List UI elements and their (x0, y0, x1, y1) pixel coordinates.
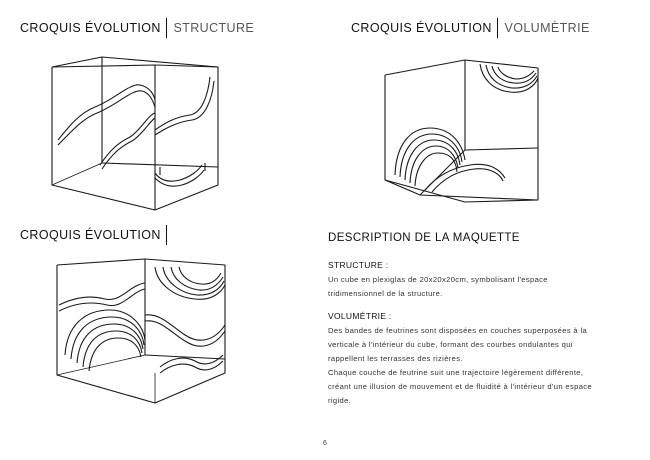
felt-band (154, 164, 203, 182)
felt-arc (485, 64, 538, 89)
felt-band (58, 282, 146, 306)
structure-text: Un cube en plexiglas de 20x20x20cm, symb… (328, 273, 628, 301)
description-title: DESCRIPTION DE LA MAQUETTE (328, 232, 520, 244)
heading-divider (496, 18, 499, 38)
cube-edge (384, 59, 539, 203)
volumetrie-line: rappellent les terrasses des rizières. (328, 354, 463, 363)
felt-band (99, 112, 156, 166)
volumetrie-line: Chaque couche de feutrine suit une traje… (328, 368, 584, 377)
felt-arc (399, 133, 463, 178)
felt-arc (154, 266, 226, 300)
felt-arc (170, 266, 224, 291)
cube-edge (464, 147, 539, 151)
felt-arc (64, 309, 146, 356)
felt-arc (88, 337, 142, 372)
heading-divider (165, 18, 168, 38)
cube-edge (154, 64, 219, 211)
heading-sub: VOLUMÈTRIE (504, 21, 590, 35)
felt-arc (497, 66, 535, 80)
felt-band (144, 320, 226, 347)
felt-band (57, 90, 156, 146)
heading-main: CROQUIS ÉVOLUTION (20, 228, 161, 242)
felt-arc (414, 152, 458, 187)
sketch-evolution-heading: CROQUIS ÉVOLUTION (20, 225, 173, 245)
cube-edge (419, 194, 539, 201)
felt-arc (162, 266, 225, 296)
heading-sub: STRUCTURE (173, 21, 255, 35)
structure-line: tridimensionnel de la structure. (328, 289, 443, 298)
volumetrie-line: Des bandes de feutrines sont disposées e… (328, 326, 588, 335)
cube-edge (56, 258, 226, 404)
cube-edge (144, 354, 226, 360)
felt-band (154, 76, 211, 131)
felt-arc (82, 330, 143, 368)
felt-arc (479, 63, 539, 93)
felt-band (144, 314, 226, 341)
felt-band (154, 80, 215, 136)
maquette-description: DESCRIPTION DE LA MAQUETTE STRUCTURE : U… (328, 232, 628, 408)
heading-main: CROQUIS ÉVOLUTION (20, 21, 161, 35)
structure-line: Un cube en plexiglas de 20x20x20cm, symb… (328, 275, 548, 284)
felt-arc (394, 127, 466, 176)
felt-floor (424, 163, 506, 191)
sketch-structure-heading: CROQUIS ÉVOLUTION STRUCTURE (20, 18, 254, 38)
sketch-volumetrie-heading: CROQUIS ÉVOLUTION VOLUMÈTRIE (351, 18, 590, 38)
volumetrie-line: rigide. (328, 396, 352, 405)
felt-floor (431, 168, 504, 193)
felt-arc (76, 323, 144, 364)
felt-floor (159, 354, 224, 368)
cube-edge (384, 179, 421, 196)
felt-arc (409, 145, 459, 184)
volumetrie-text: Des bandes de feutrines sont disposées e… (328, 324, 628, 408)
heading-divider (165, 225, 168, 245)
heading-main: CROQUIS ÉVOLUTION (351, 21, 492, 35)
cube-edge (51, 64, 156, 211)
felt-arc (178, 266, 222, 285)
felt-band (57, 84, 156, 141)
page-number: 6 (323, 440, 327, 447)
felt-band (58, 288, 146, 312)
felt-arc (70, 316, 145, 360)
cube-edge (56, 354, 146, 376)
sketch-structure-drawing (40, 55, 230, 220)
felt-band (159, 163, 206, 175)
cube-edge (51, 162, 103, 186)
felt-band (154, 169, 205, 187)
felt-arc (491, 65, 537, 84)
volumetrie-title: VOLUMÉTRIE : (328, 311, 392, 321)
felt-arc (404, 139, 461, 181)
sketch-evolution-drawing (45, 255, 240, 415)
cube-edge (101, 162, 219, 168)
sketch-volumetrie-drawing (360, 50, 560, 215)
volumetrie-line: verticale à l'intérieur du cube, formant… (328, 340, 573, 349)
volumetrie-line: créant une illusion de mouvement et de f… (328, 382, 592, 391)
felt-floor (159, 360, 224, 374)
felt-band (101, 117, 156, 170)
structure-title: STRUCTURE : (328, 260, 389, 270)
